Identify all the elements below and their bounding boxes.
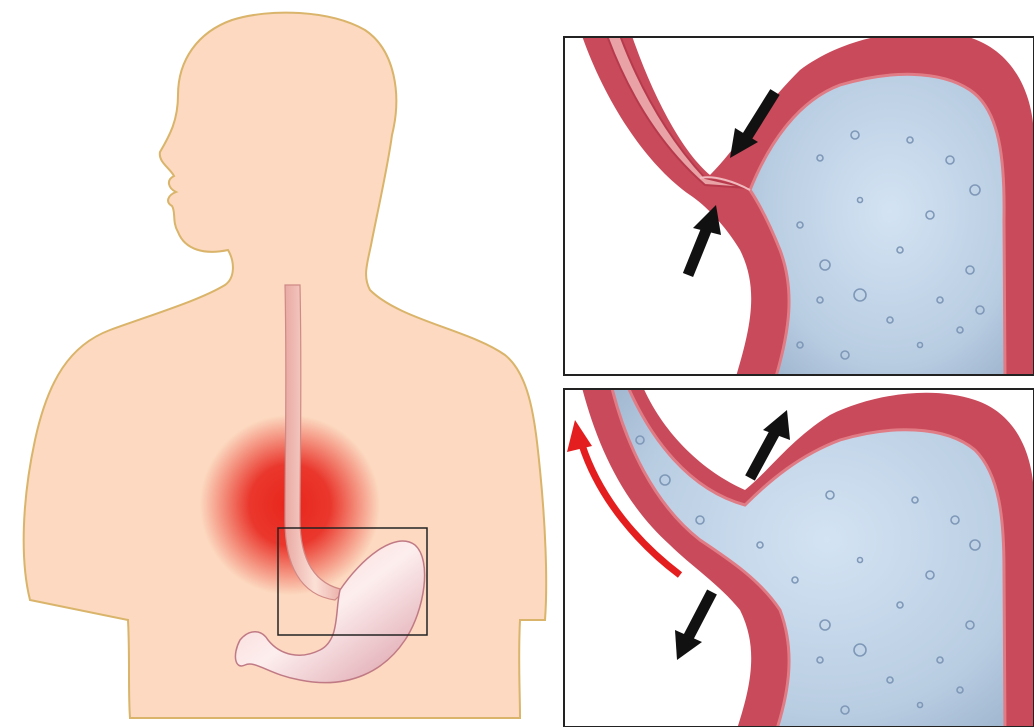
reflux-panel xyxy=(564,380,1034,727)
overview-panel xyxy=(24,13,547,718)
torso-silhouette xyxy=(24,13,547,718)
normal-sphincter-panel xyxy=(564,30,1034,380)
